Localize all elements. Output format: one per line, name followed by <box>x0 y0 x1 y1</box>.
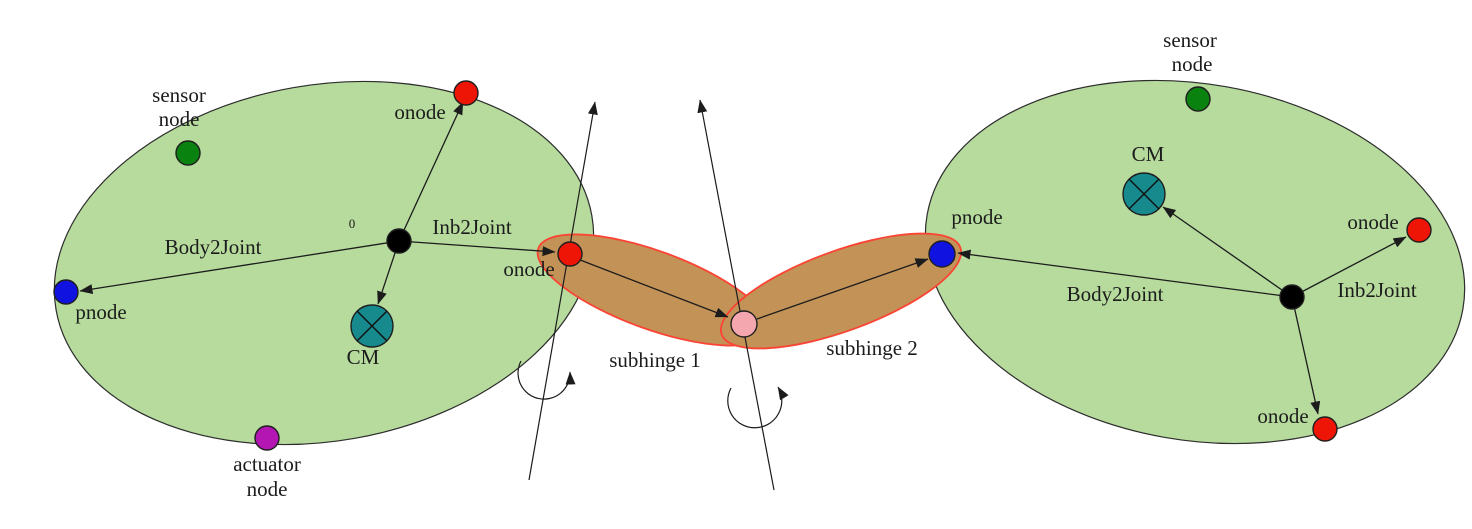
arrow-subhinge2-pink-to-pnode <box>756 258 929 320</box>
left-cm-cross-2 <box>356 310 388 342</box>
right-bottom-onode-label: onode <box>1257 404 1308 428</box>
left-sensor-label-line1: sensor <box>152 83 206 107</box>
left-joint-frame-dot <box>386 228 412 254</box>
left-actuator-node-dot <box>254 425 280 451</box>
joint-onode-dot <box>557 241 583 267</box>
arrow-right-inb2joint-to-right-onode <box>1291 236 1407 298</box>
left-inb2joint-label: Inb2Joint <box>432 215 512 239</box>
subhinge-1-label: subhinge 1 <box>609 348 701 372</box>
rotation-arc-2 <box>727 386 789 429</box>
right-cm-cross-2 <box>1128 178 1160 210</box>
arrow-right-body2joint-to-pnode <box>957 249 1293 298</box>
right-pnode-label: pnode <box>951 205 1002 229</box>
right-bottom-onode-dot <box>1312 416 1338 442</box>
subhinge-2-body <box>719 232 963 350</box>
subhinge-junction-dot <box>730 310 758 338</box>
left-sensor-node-dot <box>175 140 201 166</box>
right-side-onode-label: onode <box>1347 210 1398 234</box>
joint-onode-label: onode <box>503 257 554 281</box>
subhinge-2-ellipse <box>719 232 963 350</box>
right-cm-symbol <box>1122 172 1166 216</box>
left-actuator-label-line1: actuator <box>233 452 301 476</box>
right-sensor-label-line1: sensor <box>1163 28 1217 52</box>
left-sensor-label-line2: node <box>159 107 200 131</box>
arrow-right-to-cm <box>1162 206 1293 298</box>
right-body2joint-label: Body2Joint <box>1067 282 1164 306</box>
left-body2joint-label: Body2Joint <box>165 235 262 259</box>
axis-subhinge-1 <box>528 101 598 481</box>
arrow-left-inb2joint-to-joint-onode <box>398 240 556 257</box>
axis-subhinge-2 <box>697 99 775 491</box>
joint-pnode-dot <box>928 240 956 268</box>
left-body-ellipse <box>53 80 595 446</box>
left-cm-symbol <box>350 304 394 348</box>
right-cm-label: CM <box>1132 142 1165 166</box>
right-inb2joint-label: Inb2Joint <box>1337 278 1417 302</box>
arrow-left-body2joint-to-pnode <box>79 240 400 295</box>
right-sensor-node-dot <box>1185 86 1211 112</box>
arrow-left-inb2joint-to-top-onode <box>398 101 464 242</box>
left-top-onode-label: onode <box>394 100 445 124</box>
rotation-arc-1 <box>517 360 576 400</box>
left-pnode-dot <box>53 279 79 305</box>
right-side-onode-dot <box>1406 217 1432 243</box>
left-pnode-label: pnode <box>75 300 126 324</box>
left-actuator-label-line2: node <box>247 477 288 501</box>
right-body-ellipse <box>924 79 1466 445</box>
right-joint-frame-dot <box>1279 284 1305 310</box>
arrow-right-to-bottom-onode <box>1291 296 1321 415</box>
left-origin-label: 0 <box>349 216 356 231</box>
left-top-onode-dot <box>453 80 479 106</box>
left-body <box>53 80 595 446</box>
subhinge-2-label: subhinge 2 <box>826 336 918 360</box>
right-body <box>924 79 1466 445</box>
left-cm-label: CM <box>347 345 380 369</box>
arrow-subhinge1-onode-to-pink <box>574 257 729 318</box>
right-sensor-label-line2: node <box>1172 52 1213 76</box>
